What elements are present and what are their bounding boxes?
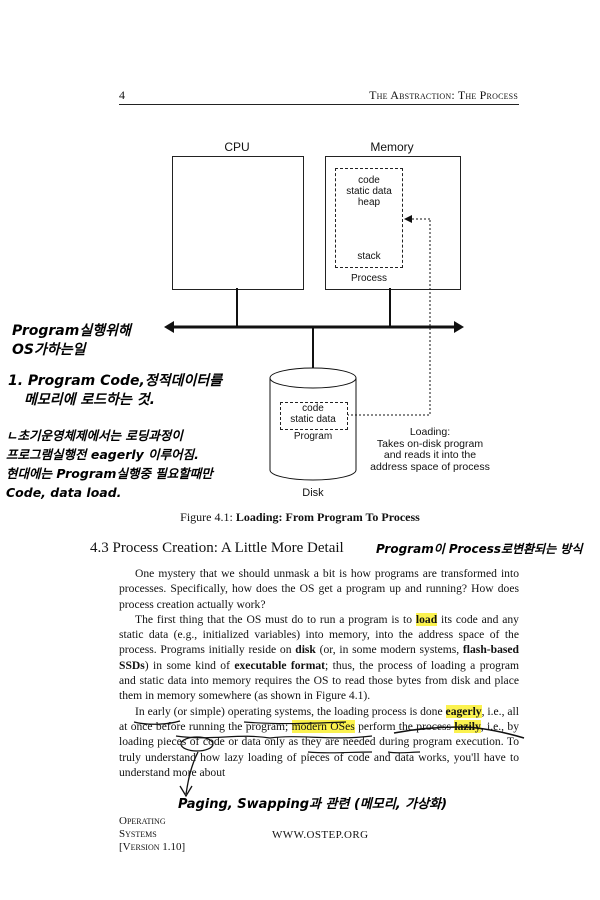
loading-line-2: Takes on-disk program bbox=[376, 437, 484, 450]
disk-static-data: static data bbox=[290, 414, 336, 425]
paragraph-3: In early (or simple) operating systems, … bbox=[119, 704, 520, 779]
footer-website: WWW.OSTEP.ORG bbox=[272, 829, 369, 841]
handwritten-note-4: Program이 Process로변환되는 방식 bbox=[376, 542, 583, 556]
memory-label: Memory bbox=[370, 140, 414, 154]
program-label: Program bbox=[293, 431, 333, 442]
handwritten-note-3: ㄴ초기운영체제에서는 로딩과정이 프로그램실행전 eagerly 이루어짐. 현… bbox=[6, 428, 213, 500]
body-text: One mystery that we should unmask a bit … bbox=[119, 566, 519, 780]
handwritten-note-2: 1. Program Code,정적데이터를 메모리에 로드하는 것. bbox=[8, 373, 223, 408]
figure-caption: Figure 4.1: Loading: From Program To Pro… bbox=[0, 510, 600, 525]
loading-line-3: and reads it into the bbox=[383, 449, 477, 461]
paragraph-1: One mystery that we should unmask a bit … bbox=[119, 567, 519, 611]
section-heading: 4.3 Process Creation: A Little More Deta… bbox=[90, 540, 344, 556]
memory-stack: stack bbox=[357, 251, 381, 262]
disk-label: Disk bbox=[302, 487, 324, 499]
loading-annotation: Loading: Takes on-disk program and reads… bbox=[362, 426, 498, 473]
memory-heap: heap bbox=[357, 197, 381, 208]
loading-line-1: Loading: bbox=[409, 426, 451, 438]
memory-static-data: static data bbox=[346, 186, 392, 197]
highlight-eagerly: eagerly bbox=[445, 704, 482, 718]
loading-line-4: address space of process bbox=[370, 460, 490, 473]
running-title: The Abstraction: The Process bbox=[369, 88, 518, 102]
header-rule bbox=[119, 104, 519, 105]
caption-title: Loading: From Program To Process bbox=[235, 510, 420, 524]
disk-code: code bbox=[302, 403, 324, 414]
handwritten-note-1: Program실행위해 OS가하는일 bbox=[12, 323, 131, 358]
disk-program-region bbox=[280, 402, 348, 430]
disk-contents: code static data bbox=[280, 403, 346, 425]
highlight-load: load bbox=[415, 612, 438, 626]
caption-prefix: Figure 4.1: bbox=[180, 510, 233, 524]
footer-book-info: Operating Systems [Version 1.10] bbox=[119, 815, 186, 853]
cpu-box bbox=[172, 156, 304, 290]
paragraph-2: The first thing that the OS must do to r… bbox=[119, 612, 519, 703]
handwritten-note-5: Paging, Swapping과 관련 (메모리, 가상화) bbox=[178, 797, 448, 812]
cpu-label: CPU bbox=[224, 140, 250, 154]
memory-process-region bbox=[335, 168, 403, 268]
memory-code: code bbox=[358, 175, 380, 186]
process-label: Process bbox=[350, 273, 388, 284]
memory-contents: code static data heap bbox=[336, 175, 402, 208]
page-number: 4 bbox=[119, 88, 125, 102]
